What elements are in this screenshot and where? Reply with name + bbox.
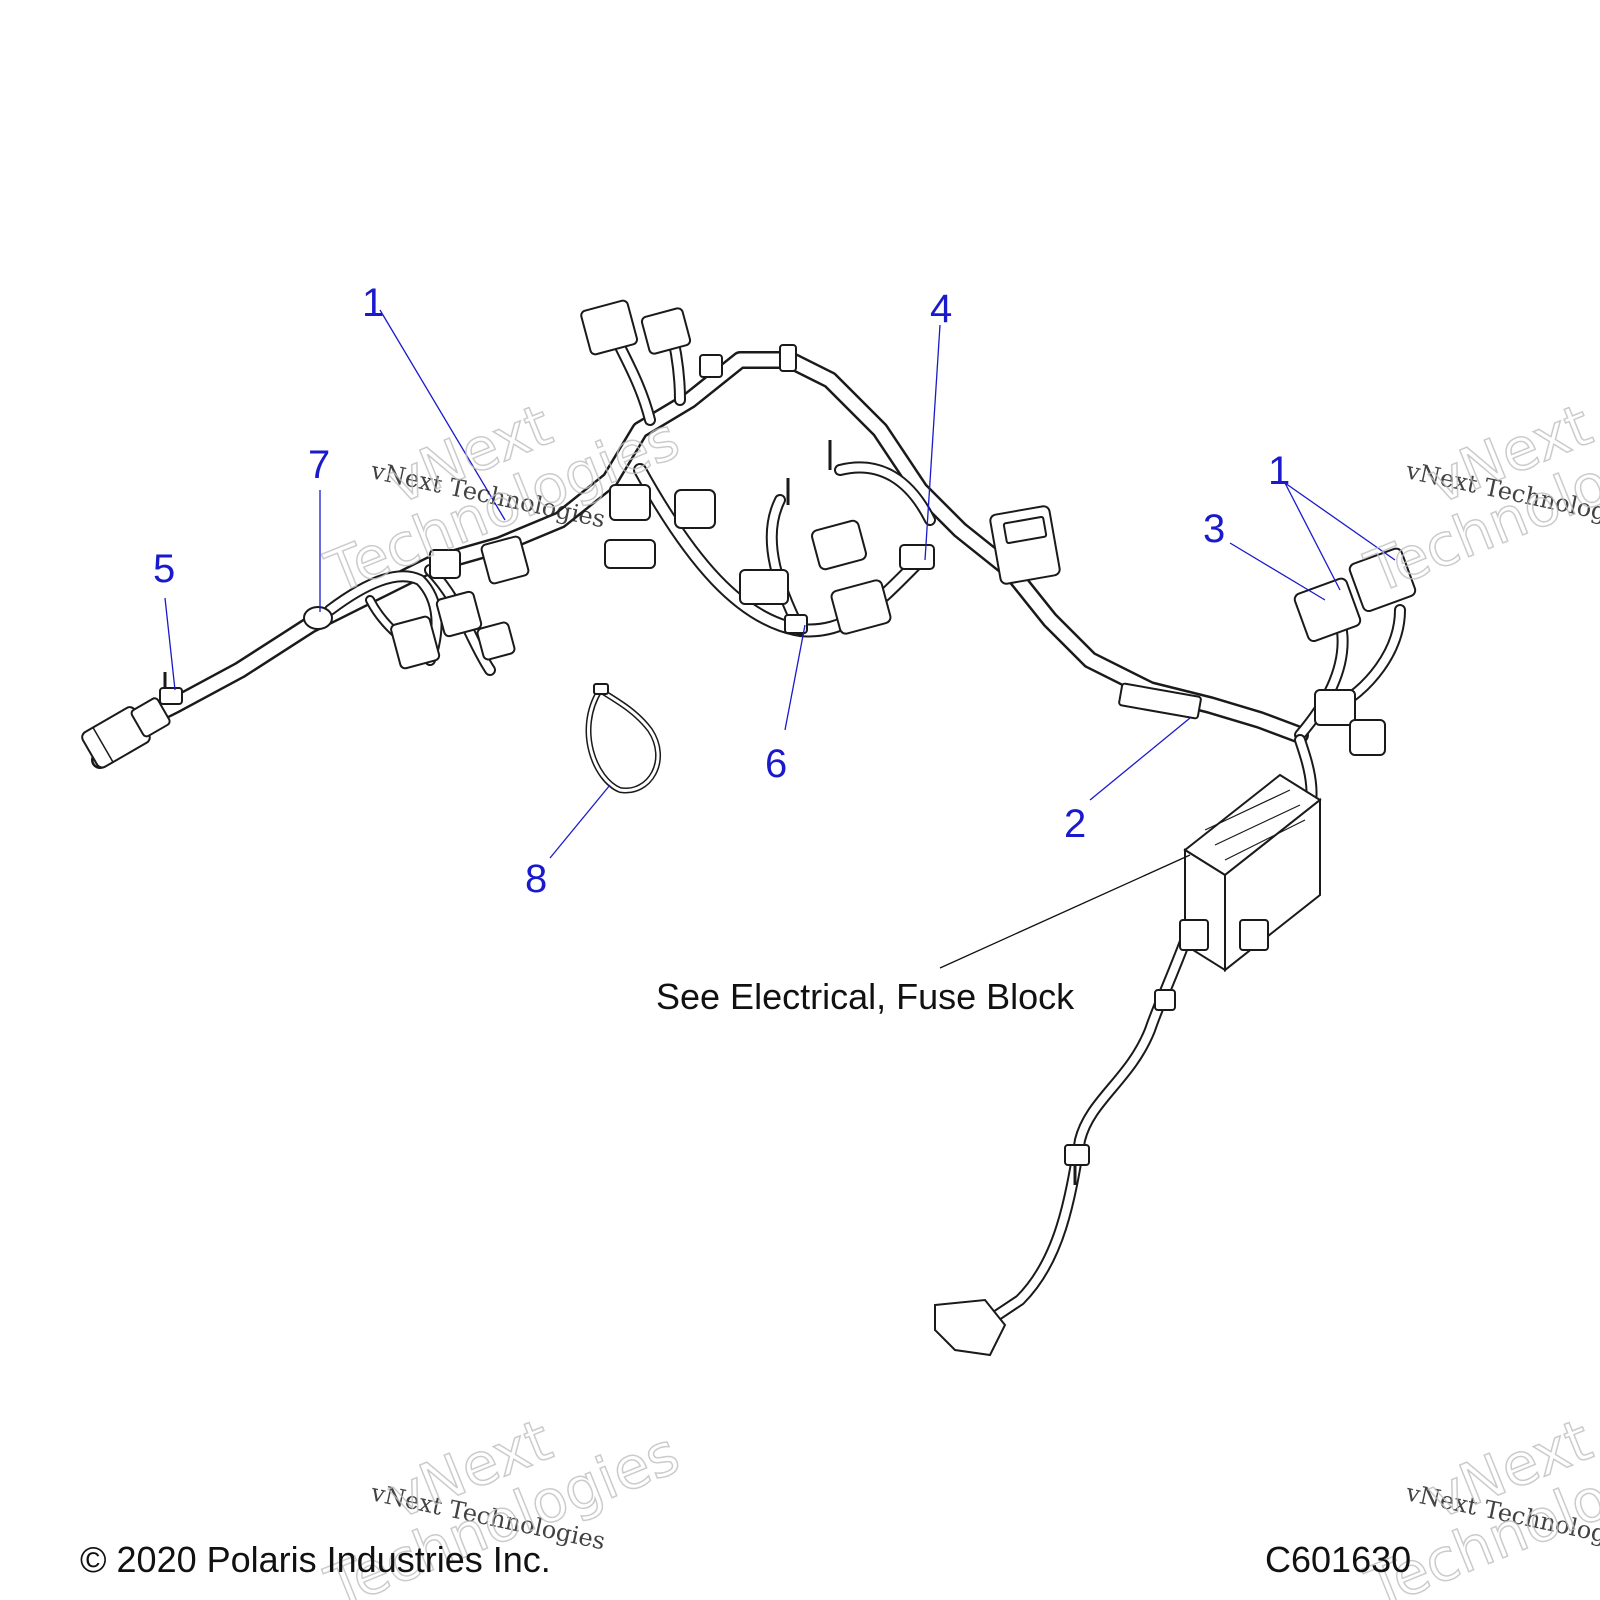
harness-grommet [303, 606, 333, 630]
leader-lines [164, 309, 1396, 969]
copyright-text: © 2020 Polaris Industries Inc. [80, 1539, 551, 1580]
lower-ground-lead [984, 894, 1206, 1326]
callout-6: 6 [765, 742, 787, 786]
left-connector-cluster [390, 535, 530, 670]
callout-5: 5 [153, 547, 175, 591]
leader-1-right-a [1284, 482, 1341, 591]
leader-1-right-b [1284, 482, 1396, 561]
leader-4 [924, 324, 941, 561]
leader-5 [164, 597, 176, 691]
harness-clip-stud [159, 672, 183, 705]
watermark-top-right-outline: vNext Technologies [1356, 390, 1600, 608]
leader-1-left [379, 309, 506, 521]
left-end-connector [81, 697, 171, 769]
callout-1-right: 1 [1268, 449, 1290, 493]
fuse-block-reference-note: See Electrical, Fuse Block [656, 976, 1075, 1017]
cable-tie [585, 683, 662, 794]
top-connector-cluster [580, 299, 797, 378]
fuse-block [1179, 773, 1322, 973]
wiring-harness [91, 319, 1406, 1326]
harness-label-tag [1118, 682, 1202, 720]
leader-8 [549, 784, 611, 859]
ground-lead-parts [934, 989, 1176, 1357]
main-multi-pin-connector [989, 505, 1061, 585]
leader-6 [784, 624, 806, 731]
figure-id: C601630 [1265, 1539, 1411, 1580]
callout-7: 7 [308, 443, 330, 487]
leader-3 [1229, 542, 1326, 601]
right-connector-cluster [1293, 547, 1417, 756]
callout-2: 2 [1064, 802, 1086, 846]
callout-4: 4 [930, 287, 952, 331]
leader-2 [1089, 717, 1191, 801]
middle-connector-cluster [604, 440, 935, 635]
callout-labels: 1 4 7 5 1 3 6 2 8 [153, 281, 1290, 901]
leader-fuse-block-note [939, 854, 1191, 969]
callout-1-left: 1 [362, 281, 384, 325]
connectors [81, 299, 1417, 1357]
watermarks: vNext Technologies vNext Technologies vN… [316, 390, 1600, 1600]
callout-8: 8 [525, 857, 547, 901]
callout-3: 3 [1203, 507, 1225, 551]
